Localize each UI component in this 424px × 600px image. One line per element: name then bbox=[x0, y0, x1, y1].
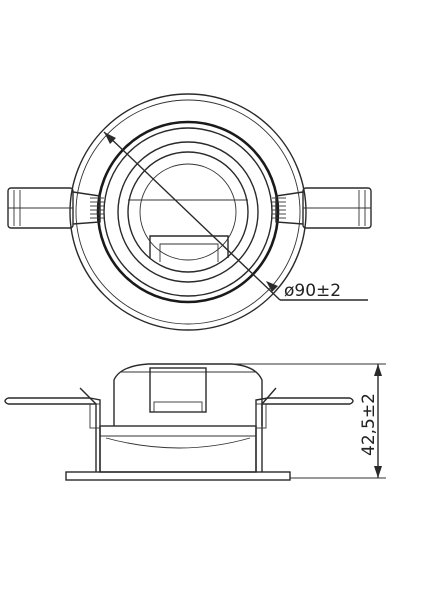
left-spring-clip bbox=[7, 187, 104, 229]
right-spring-arm bbox=[255, 387, 354, 472]
reflector-inner-ring bbox=[127, 151, 249, 273]
lamp-holder-cap bbox=[153, 401, 203, 413]
lens-ring bbox=[139, 163, 237, 261]
diameter-label: ø90±2 bbox=[284, 281, 341, 301]
side-view: 42,5±2 bbox=[4, 363, 386, 481]
flange bbox=[65, 471, 291, 481]
lamp-holder-side bbox=[149, 367, 207, 413]
diameter-dimension-line bbox=[103, 131, 281, 301]
reflector-ring bbox=[117, 141, 259, 283]
height-arrow-bottom bbox=[374, 466, 382, 478]
outer-flange-ring bbox=[69, 93, 307, 331]
right-spring-clip bbox=[272, 187, 372, 229]
outer-flange-inner-ring bbox=[75, 99, 301, 325]
body-ring bbox=[103, 127, 273, 297]
lamp-holder bbox=[149, 235, 229, 258]
top-view: ø90±2 bbox=[7, 93, 372, 331]
top-housing bbox=[113, 363, 263, 426]
left-spring-arm bbox=[4, 387, 101, 472]
middle-body bbox=[99, 425, 257, 473]
diameter-arrow-end bbox=[266, 281, 278, 292]
diameter-arrow-start bbox=[104, 132, 116, 144]
body-ring-thick bbox=[96, 120, 280, 304]
body-curve bbox=[105, 437, 251, 449]
height-label: 42,5±2 bbox=[359, 393, 379, 456]
height-arrow-top bbox=[374, 364, 382, 376]
lamp-holder-inner bbox=[159, 243, 219, 262]
